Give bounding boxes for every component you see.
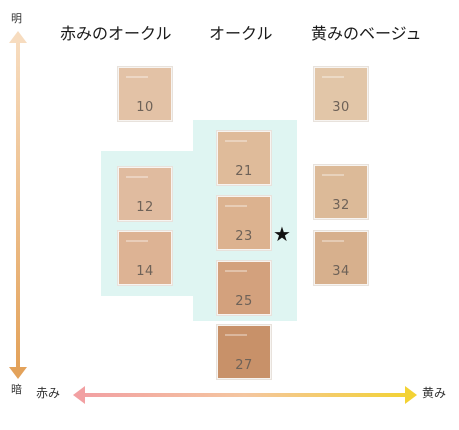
axis-label-yellowish: 黄み — [422, 386, 447, 400]
vertical-axis-arrow — [9, 31, 27, 379]
shade-number: 21 — [235, 164, 253, 179]
shade-swatch-27: 27 — [216, 324, 272, 380]
shade-number: 23 — [235, 229, 253, 244]
shade-number: 14 — [136, 264, 154, 279]
shade-number: 30 — [332, 100, 350, 115]
shade-swatch-10: 10 — [117, 66, 173, 122]
axis-label-dark: 暗 — [11, 383, 22, 396]
shade-swatch-12: 12 — [117, 166, 173, 222]
shade-swatch-30: 30 — [313, 66, 369, 122]
shade-swatch-34: 34 — [313, 230, 369, 286]
shade-swatch-32: 32 — [313, 164, 369, 220]
horizontal-axis-arrow — [73, 386, 417, 404]
column-header-ochre: オークル — [209, 24, 273, 43]
shade-number: 25 — [235, 294, 253, 309]
shade-swatch-23: 23 — [216, 195, 272, 251]
shade-number: 32 — [332, 198, 350, 213]
axis-label-reddish: 赤み — [36, 386, 61, 400]
axis-label-bright: 明 — [11, 12, 22, 25]
shade-swatch-14: 14 — [117, 230, 173, 286]
shade-number: 10 — [136, 100, 154, 115]
shade-number: 34 — [332, 264, 350, 279]
column-header-yellowish-beige: 黄みのベージュ — [311, 24, 422, 43]
shade-swatch-25: 25 — [216, 260, 272, 316]
recommended-star-icon: ★ — [273, 222, 291, 246]
shade-number: 27 — [235, 358, 253, 373]
shade-number: 12 — [136, 200, 154, 215]
shade-swatch-21: 21 — [216, 130, 272, 186]
column-header-reddish-ochre: 赤みのオークル — [60, 24, 172, 43]
